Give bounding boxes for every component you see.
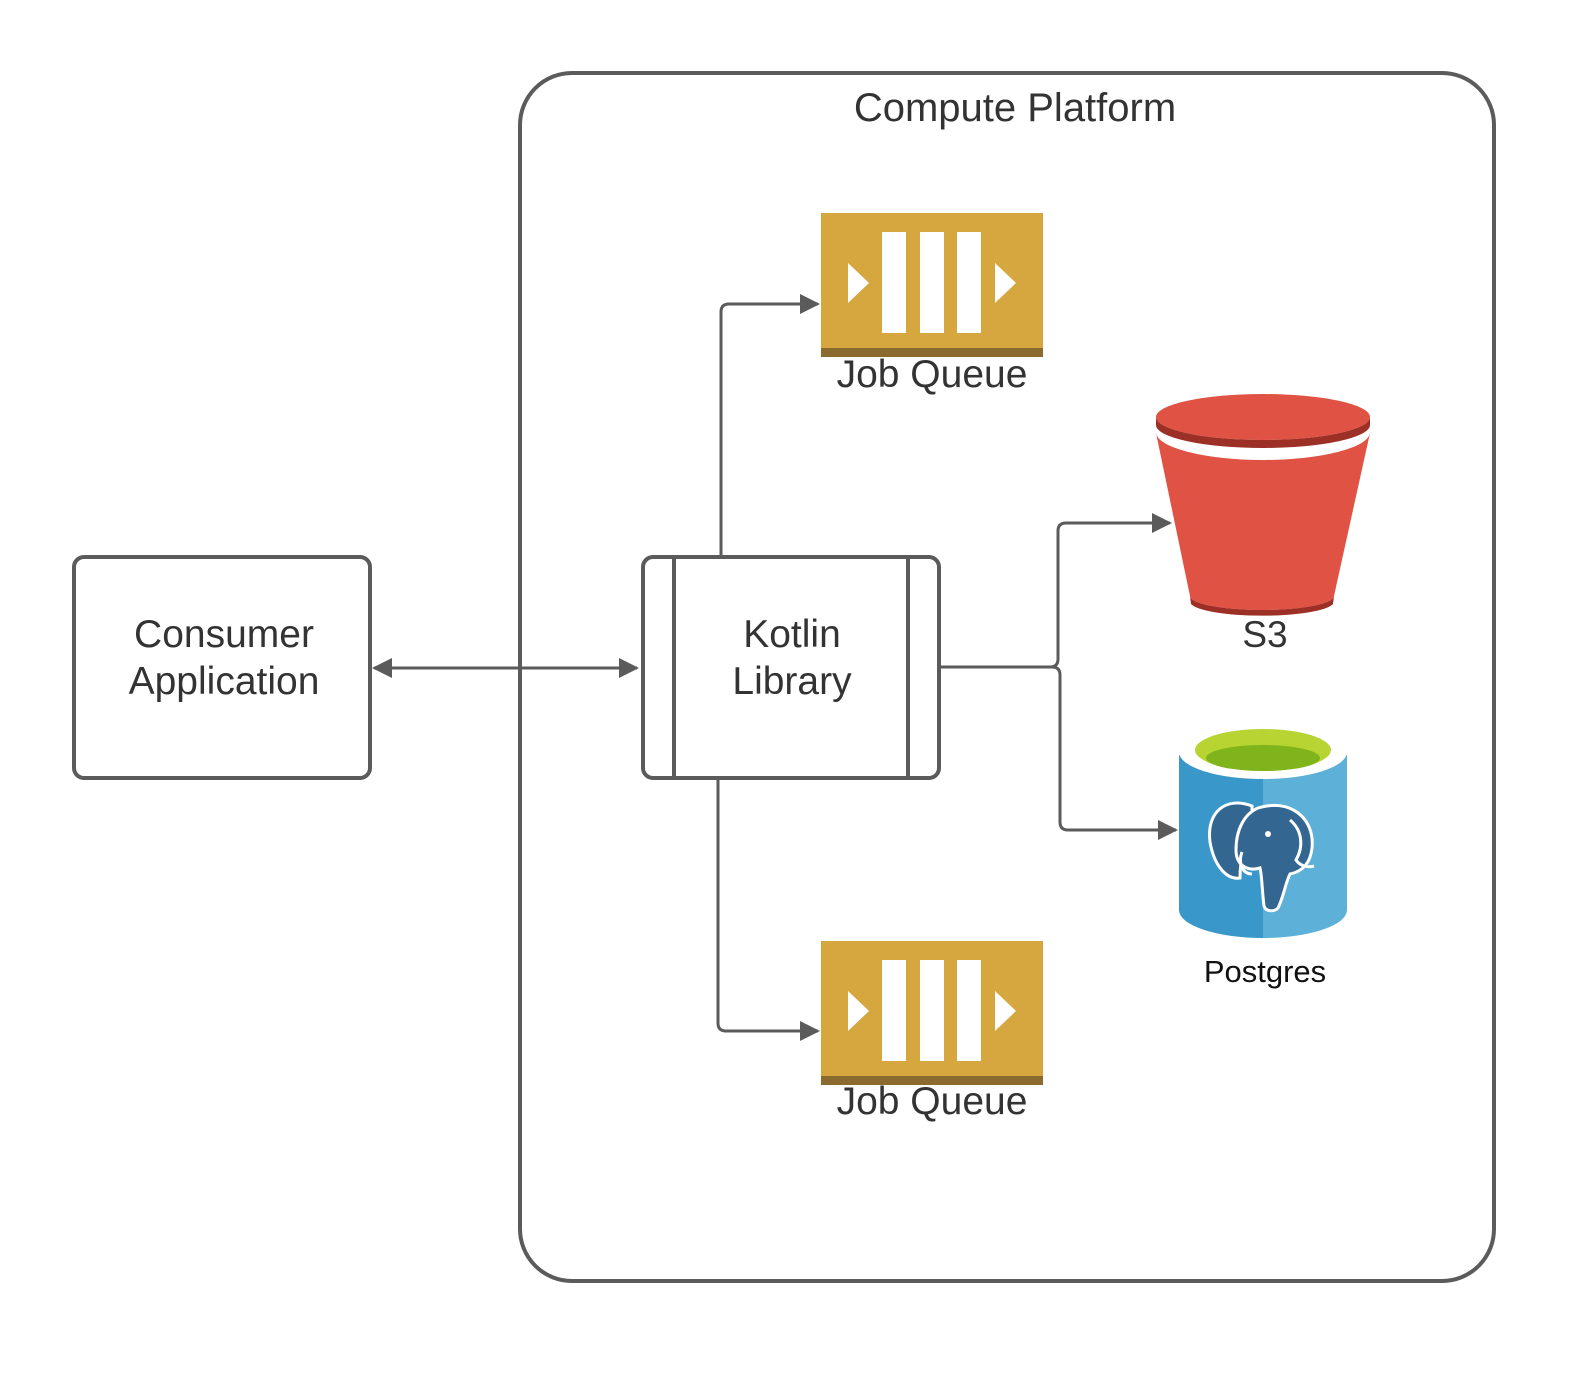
connectors — [372, 294, 1178, 1041]
s3-bucket-icon — [1156, 394, 1370, 616]
consumer-application-box[interactable] — [72, 555, 372, 780]
queue-icon — [821, 213, 1043, 357]
compute-platform-title: Compute Platform — [853, 86, 1177, 130]
job-queue-top-label: Job Queue — [836, 353, 1028, 396]
edge-kotlin-queue-bottom — [716, 780, 820, 1041]
s3-label: S3 — [1242, 614, 1288, 655]
kotlin-label-line2: Library — [732, 659, 852, 703]
kotlin-label-line1: Kotlin — [743, 613, 841, 656]
consumer-label-line2: Application — [128, 659, 320, 703]
edge-kotlin-postgres — [941, 665, 1178, 840]
consumer-label-line1: Consumer — [134, 613, 314, 656]
kotlin-library-label: Kotlin Library — [676, 612, 908, 706]
consumer-application-label: Consumer Application — [76, 612, 372, 706]
edge-kotlin-queue-top — [719, 294, 820, 555]
edge-kotlin-s3 — [941, 513, 1172, 669]
queue-icon — [821, 941, 1043, 1085]
postgres-label: Postgres — [1203, 954, 1327, 989]
elephant-icon — [1208, 801, 1315, 913]
postgres-database-icon — [1179, 725, 1347, 938]
job-queue-bottom-label: Job Queue — [836, 1080, 1028, 1123]
kotlin-library-box[interactable] — [641, 555, 941, 780]
